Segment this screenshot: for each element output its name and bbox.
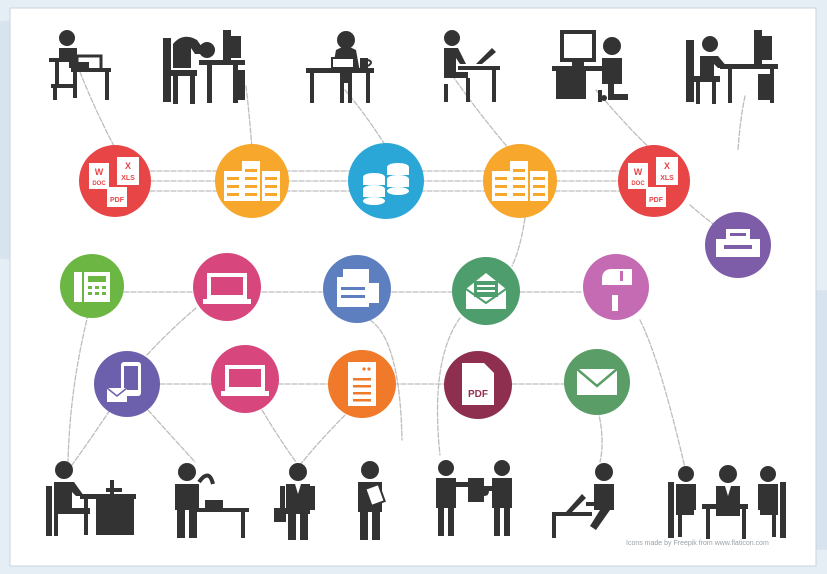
open-envelope-icon [452,257,520,325]
server-icon [215,144,289,218]
person-briefcase-icon [274,463,315,540]
people-meeting-icon [668,465,786,539]
pdf-label: PDF [649,197,664,204]
database-icon [348,143,424,219]
xls-label: XLS [660,175,674,182]
person-puzzle-handoff-icon [436,460,512,536]
person-laptop-seated-icon [552,463,614,538]
server-icon-right [483,144,557,218]
mailbox-icon [583,254,649,320]
pdf-file-icon: PDF [444,351,512,419]
doc-label: DOC [92,181,106,187]
word-letter: W [95,167,104,177]
doc-label: DOC [631,181,645,187]
documents-icon: W DOC X XLS PDF [79,145,151,217]
office-phone-icon [60,254,124,318]
laptop-icon [193,253,261,321]
laptop-icon-2 [211,345,279,413]
documents-icon-right: W DOC X XLS PDF [618,145,690,217]
word-letter: W [634,167,643,177]
person-monitor-desk-icon [686,30,778,104]
person-computer-icon [552,30,628,102]
person-woman-desk-icon [306,31,374,103]
xls-label: XLS [121,175,135,182]
excel-letter: X [125,161,131,171]
canvas-frame [9,7,817,567]
copier-icon [323,255,391,323]
printer-icon [705,212,771,278]
filing-cabinet-icon [328,350,396,418]
person-telephone-icon [175,463,249,538]
credit-text: Icons made by Freepik from www.flaticon.… [626,540,769,547]
mail-icon [564,349,630,415]
excel-letter: X [664,161,670,171]
person-tired-desk-icon [163,30,245,104]
mobile-message-icon [94,351,160,417]
person-laptop-desk-icon [444,30,500,102]
pdf-text: PDF [468,389,488,400]
person-laptop-icon [49,30,111,100]
pdf-label: PDF [110,197,125,204]
person-tablet-icon [358,461,386,540]
person-office-desk-icon [46,461,136,536]
